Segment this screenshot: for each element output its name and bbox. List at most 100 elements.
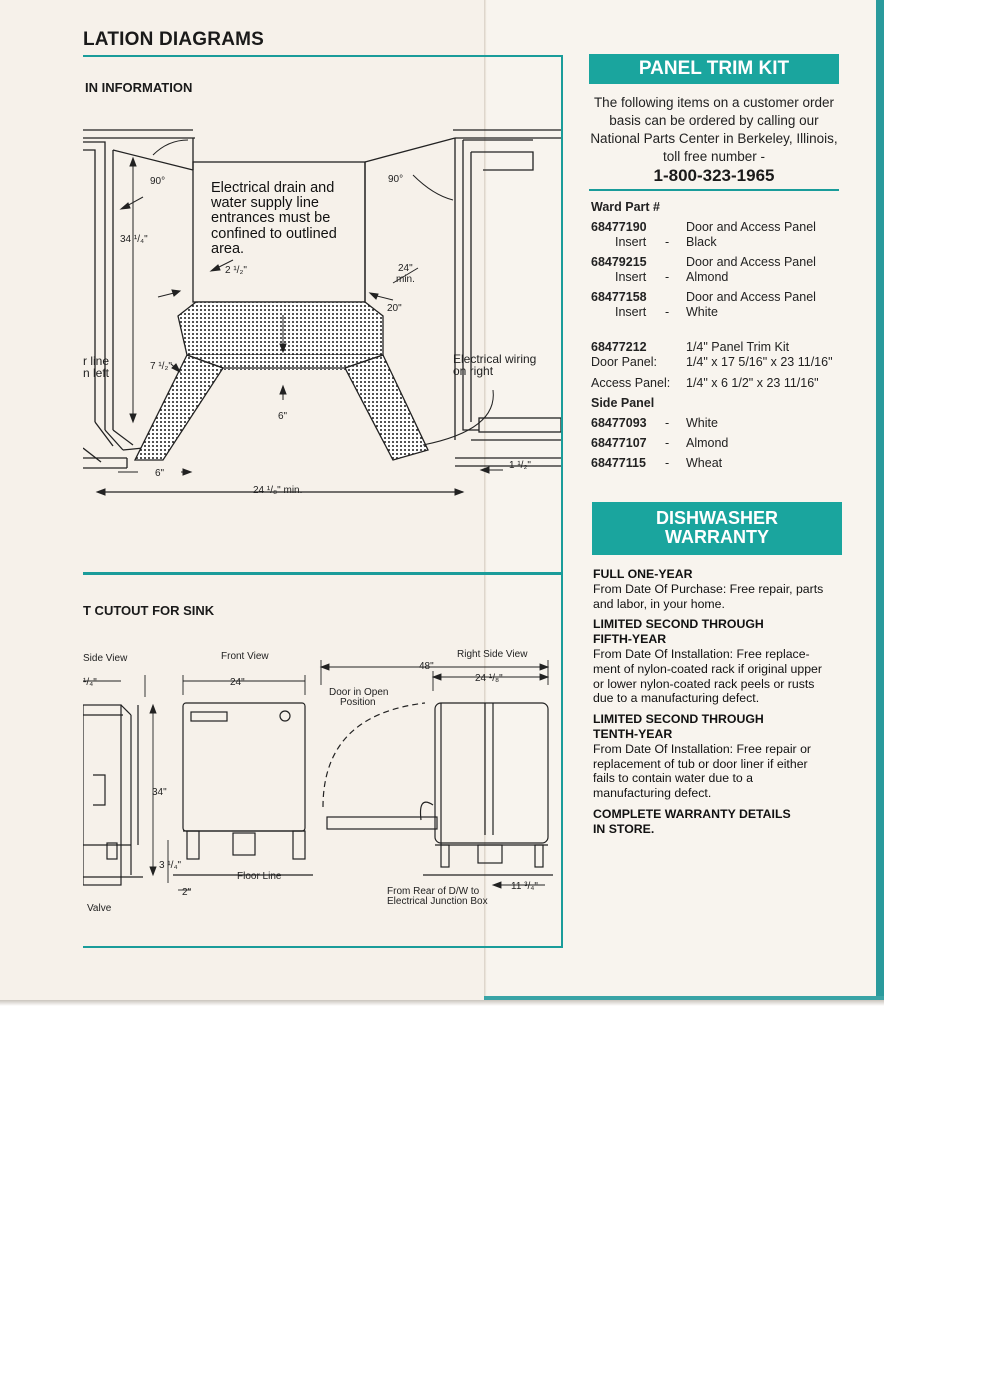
frame-right-rule [561, 55, 563, 948]
depth-label: 24 ¹/₈" [475, 673, 503, 684]
note-line-3: entrances must be [211, 210, 330, 226]
warranty-text: fails to contain water due to a [593, 771, 753, 786]
sheet-shadow [0, 1000, 884, 1006]
left-label-1: r line [83, 354, 109, 368]
dim-24-label: 24" [398, 263, 413, 274]
right-side-view-label: Right Side View [457, 649, 528, 660]
door-panel-label: Door Panel: [591, 355, 658, 369]
warranty-footer: COMPLETE WARRANTY DETAILS IN STORE. [593, 807, 853, 837]
warranty-heading: FULL ONE-YEAR [593, 567, 693, 581]
warranty-text: due to a manufacturing defect. [593, 691, 760, 706]
floor-line-label: Floor Line [237, 871, 282, 882]
leg-height-label: 3 ¹/₄" [159, 860, 182, 871]
part-dash: - [665, 235, 670, 249]
warranty-footer-line: COMPLETE WARRANTY DETAILS [593, 806, 791, 821]
height-34-label: 34" [152, 787, 167, 798]
phone-rule [589, 189, 839, 191]
dim-2-half-label: 2 ¹/₂" [225, 265, 247, 276]
teal-page-edge [876, 0, 884, 1003]
warranty-text: replacement of tub or door liner if eith… [593, 756, 808, 771]
side-panel-number: 68477107 [591, 436, 647, 450]
warranty-text: From Date Of Purchase: Free repair, part… [593, 581, 824, 596]
part-desc: Door and Access Panel [686, 220, 816, 234]
section2-title: T CUTOUT FOR SINK [83, 603, 215, 618]
side-panel-label: Side Panel [591, 396, 655, 410]
left-label-2: n left [83, 366, 110, 380]
part-color: Almond [686, 270, 729, 284]
panel-intro-line-1: The following items on a customer order [593, 95, 835, 110]
part-desc: Door and Access Panel [686, 255, 816, 269]
warranty-text: or lower nylon-coated rack peels or rust… [593, 676, 815, 691]
warranty-text: and labor, in your home. [593, 596, 725, 611]
warranty-text: From Date Of Installation: Free repair o… [593, 741, 812, 756]
warranty-banner: DISHWASHER WARRANTY [592, 502, 842, 555]
dim-6-center-label: 6" [278, 411, 288, 422]
warranty-text: From Date Of Installation: Free replace- [593, 646, 810, 661]
warranty-section: FULL ONE-YEAR From Date Of Purchase: Fre… [593, 567, 853, 611]
side-panel-number: 68477093 [591, 416, 647, 430]
junction-label-2: Electrical Junction Box [387, 896, 488, 907]
door-open-label-1: Door in Open [329, 687, 388, 698]
angle-left-label: 90° [150, 176, 165, 187]
page-title: LATION DIAGRAMS [83, 29, 265, 50]
panel-trim-kit-banner: PANEL TRIM KIT [589, 54, 839, 84]
dim-min-label: min. [396, 274, 415, 285]
electrical-label-1: Electrical wiring [453, 352, 536, 366]
junction-label-1: From Rear of D/W to [387, 886, 480, 897]
kit-number: 68477212 [591, 340, 647, 354]
door-open-label-2: Position [340, 697, 376, 708]
floor-gap-label: 2" [182, 887, 192, 898]
part-number: 68479215 [591, 255, 647, 269]
note-line-2: water supply line [210, 195, 319, 211]
page-fold [484, 0, 487, 1003]
part-sub: Insert [615, 270, 647, 284]
side-view-label: Side View [83, 653, 128, 664]
side-panel-color: White [686, 416, 718, 430]
warranty-text: manufacturing defect. [593, 786, 712, 801]
warranty-footer-line: IN STORE. [593, 821, 655, 836]
note-line-1: Electrical drain and [211, 180, 334, 196]
dim-1-half-label: 1 ¹/₂" [509, 460, 531, 471]
side-panel-dash: - [665, 416, 670, 430]
part-sub: Insert [615, 305, 647, 319]
part-desc: Door and Access Panel [686, 290, 816, 304]
part-number: 68477158 [591, 290, 647, 304]
installation-information-diagram: Electrical drain and water supply line e… [83, 129, 561, 496]
title-rule [83, 55, 563, 57]
warranty-heading: LIMITED SECOND THROUGH [593, 712, 764, 727]
part-color: White [686, 305, 718, 319]
warranty-text: ment of nylon-coated rack if original up… [593, 661, 822, 676]
warranty-title-line-1: DISHWASHER [655, 508, 778, 528]
warranty-title-line-2: WARRANTY [665, 527, 769, 547]
part-dash: - [665, 270, 670, 284]
part-color: Black [686, 235, 717, 249]
side-panel-color: Almond [686, 436, 729, 450]
panel-intro-line-3: National Parts Center in Berkeley, Illin… [590, 131, 838, 146]
warranty-section: LIMITED SECOND THROUGH TENTH-YEAR From D… [593, 712, 853, 801]
side-panel-dash: - [665, 456, 670, 470]
warranty-section: LIMITED SECOND THROUGH FIFTH-YEAR From D… [593, 617, 853, 706]
part-sub: Insert [615, 235, 647, 249]
section-divider [83, 572, 563, 575]
side-panel-color: Wheat [686, 456, 723, 470]
frame-bottom-rule [83, 946, 563, 948]
ward-part-label: Ward Part # [591, 200, 661, 214]
warranty-heading: FIFTH-YEAR [593, 632, 667, 647]
note-line-5: area. [211, 241, 244, 257]
warranty-details: FULL ONE-YEAR From Date Of Purchase: Fre… [593, 567, 853, 837]
height-label: 34 ¹/₄" [120, 234, 148, 245]
total-depth-label: 48" [419, 661, 434, 672]
side-panel-dash: - [665, 436, 670, 450]
front-width-label: 24" [230, 677, 245, 688]
junction-dim-label: 11 ³/₄" [511, 881, 538, 892]
phone-number: 1-800-323-1965 [653, 166, 775, 185]
parts-list: Ward Part # 68477190 Insert - Door and A… [591, 200, 851, 480]
width-min-label: 24 ¹/₈" min. [253, 485, 302, 496]
brochure-right-page [486, 0, 878, 1000]
door-panel-size: 1/4" x 17 5/16" x 23 11/16" [686, 355, 833, 369]
panel-intro-line-2: basis can be ordered by calling our [609, 113, 819, 128]
part-dash: - [665, 305, 670, 319]
section1-title: IN INFORMATION [85, 80, 193, 95]
dim-6-left-label: 6" [155, 468, 165, 479]
electrical-label-2: on right [453, 364, 494, 378]
